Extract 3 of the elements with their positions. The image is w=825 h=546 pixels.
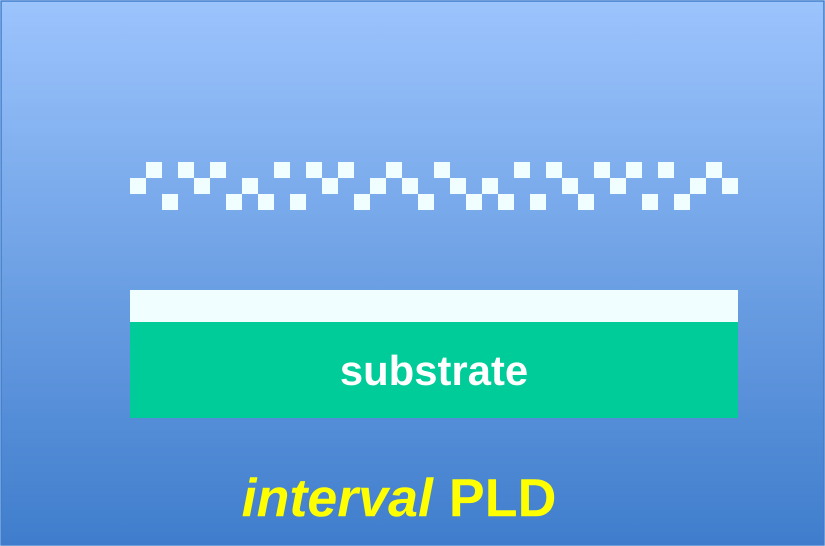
substrate-box: substrate [130,322,738,418]
film-layer [130,290,738,322]
caption: interval PLD [242,477,554,517]
